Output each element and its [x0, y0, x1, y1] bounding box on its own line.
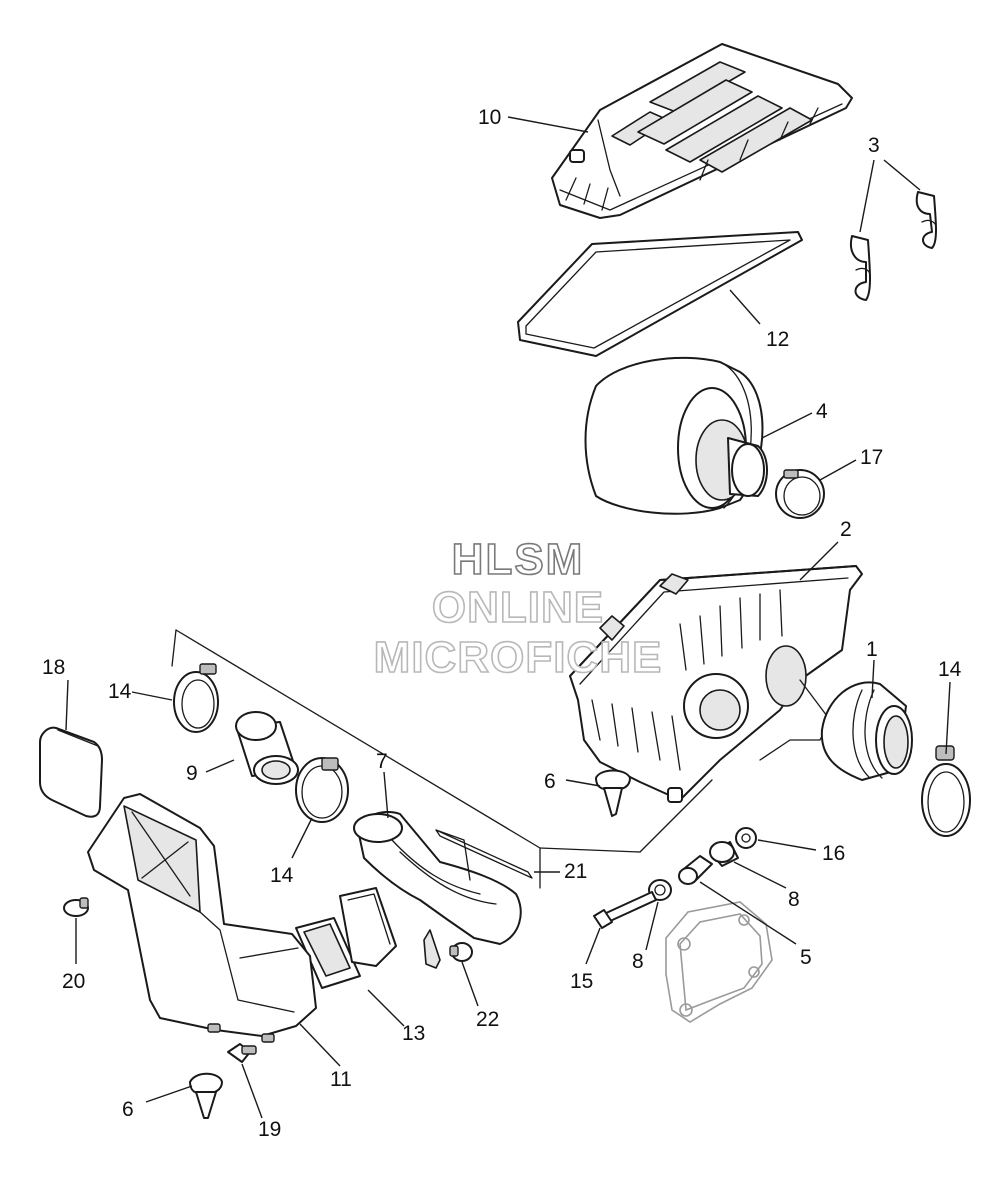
part-6-grommet-lower[interactable]: [189, 1072, 223, 1119]
callout-8-left: 8: [632, 950, 644, 973]
callout-18: 18: [42, 656, 65, 679]
callout-14-right: 14: [938, 658, 962, 681]
callout-17: 17: [860, 446, 883, 469]
callout-15: 15: [570, 970, 593, 993]
callout-8-right: 8: [788, 888, 800, 911]
watermark-line-3: MICROFICHE: [374, 633, 663, 682]
part-16-nut[interactable]: [735, 827, 757, 849]
part-18-cover-plate[interactable]: [39, 726, 103, 818]
watermark: HLSM ONLINE MICROFICHE: [373, 534, 663, 683]
part-6-grommet-upper[interactable]: [595, 769, 631, 817]
part-21-panel[interactable]: [435, 829, 533, 881]
callout-12: 12: [766, 328, 789, 351]
watermark-line-1: HLSM: [452, 535, 585, 584]
callout-19: 19: [258, 1118, 281, 1141]
part-14-hose-clamp-upper[interactable]: [173, 663, 219, 733]
part-9-coupler[interactable]: [235, 711, 299, 785]
part-1-intake-boot[interactable]: [820, 681, 913, 781]
assembly-reference-lines: [171, 629, 713, 889]
part-12-gasket[interactable]: [517, 231, 803, 357]
part-14-hose-clamp-right[interactable]: [921, 745, 971, 837]
callout-7: 7: [376, 750, 388, 773]
part-19-bolt[interactable]: [227, 1043, 257, 1063]
ghost-bracket: [665, 901, 773, 1023]
callout-10: 10: [478, 106, 501, 129]
part-17-clamp[interactable]: [775, 469, 825, 519]
part-22-bolt[interactable]: [449, 942, 473, 962]
callout-4: 4: [816, 400, 828, 423]
part-7-intake-duct[interactable]: [353, 811, 522, 969]
callout-5: 5: [800, 946, 812, 969]
part-4-air-filter[interactable]: [584, 356, 768, 515]
callout-6-upper: 6: [544, 770, 556, 793]
callout-22: 22: [476, 1008, 499, 1031]
leader-lines: [65, 116, 951, 1119]
part-13-adapter[interactable]: [295, 887, 397, 989]
part-11-inlet-snorkel[interactable]: [87, 793, 317, 1043]
part-8-bushing-right[interactable]: [709, 841, 739, 867]
callout-3: 3: [868, 134, 880, 157]
callout-21: 21: [564, 860, 587, 883]
callout-11: 11: [330, 1068, 352, 1091]
callout-13: 13: [402, 1022, 425, 1045]
callout-20: 20: [62, 970, 85, 993]
callout-9: 9: [186, 762, 198, 785]
callout-16: 16: [822, 842, 845, 865]
part-2-air-box[interactable]: [569, 565, 863, 803]
callout-1: 1: [866, 638, 878, 661]
part-3-retaining-clips[interactable]: [850, 191, 937, 301]
callout-14-middle: 14: [270, 864, 294, 887]
watermark-line-2: ONLINE: [432, 583, 604, 632]
part-20-screw[interactable]: [63, 897, 89, 917]
callout-6-lower: 6: [122, 1098, 134, 1121]
callout-14-upper: 14: [108, 680, 132, 703]
callout-2: 2: [840, 518, 852, 541]
part-5-sleeve[interactable]: [678, 855, 713, 885]
part-14-hose-clamp-middle[interactable]: [295, 757, 349, 823]
part-15-bolt[interactable]: [593, 891, 657, 929]
callout-numbers: 10 3 12 4 17 2 1 14 6 18 14 9 14 7 21 20…: [42, 106, 962, 1141]
part-10-air-box-cover[interactable]: [551, 43, 853, 219]
